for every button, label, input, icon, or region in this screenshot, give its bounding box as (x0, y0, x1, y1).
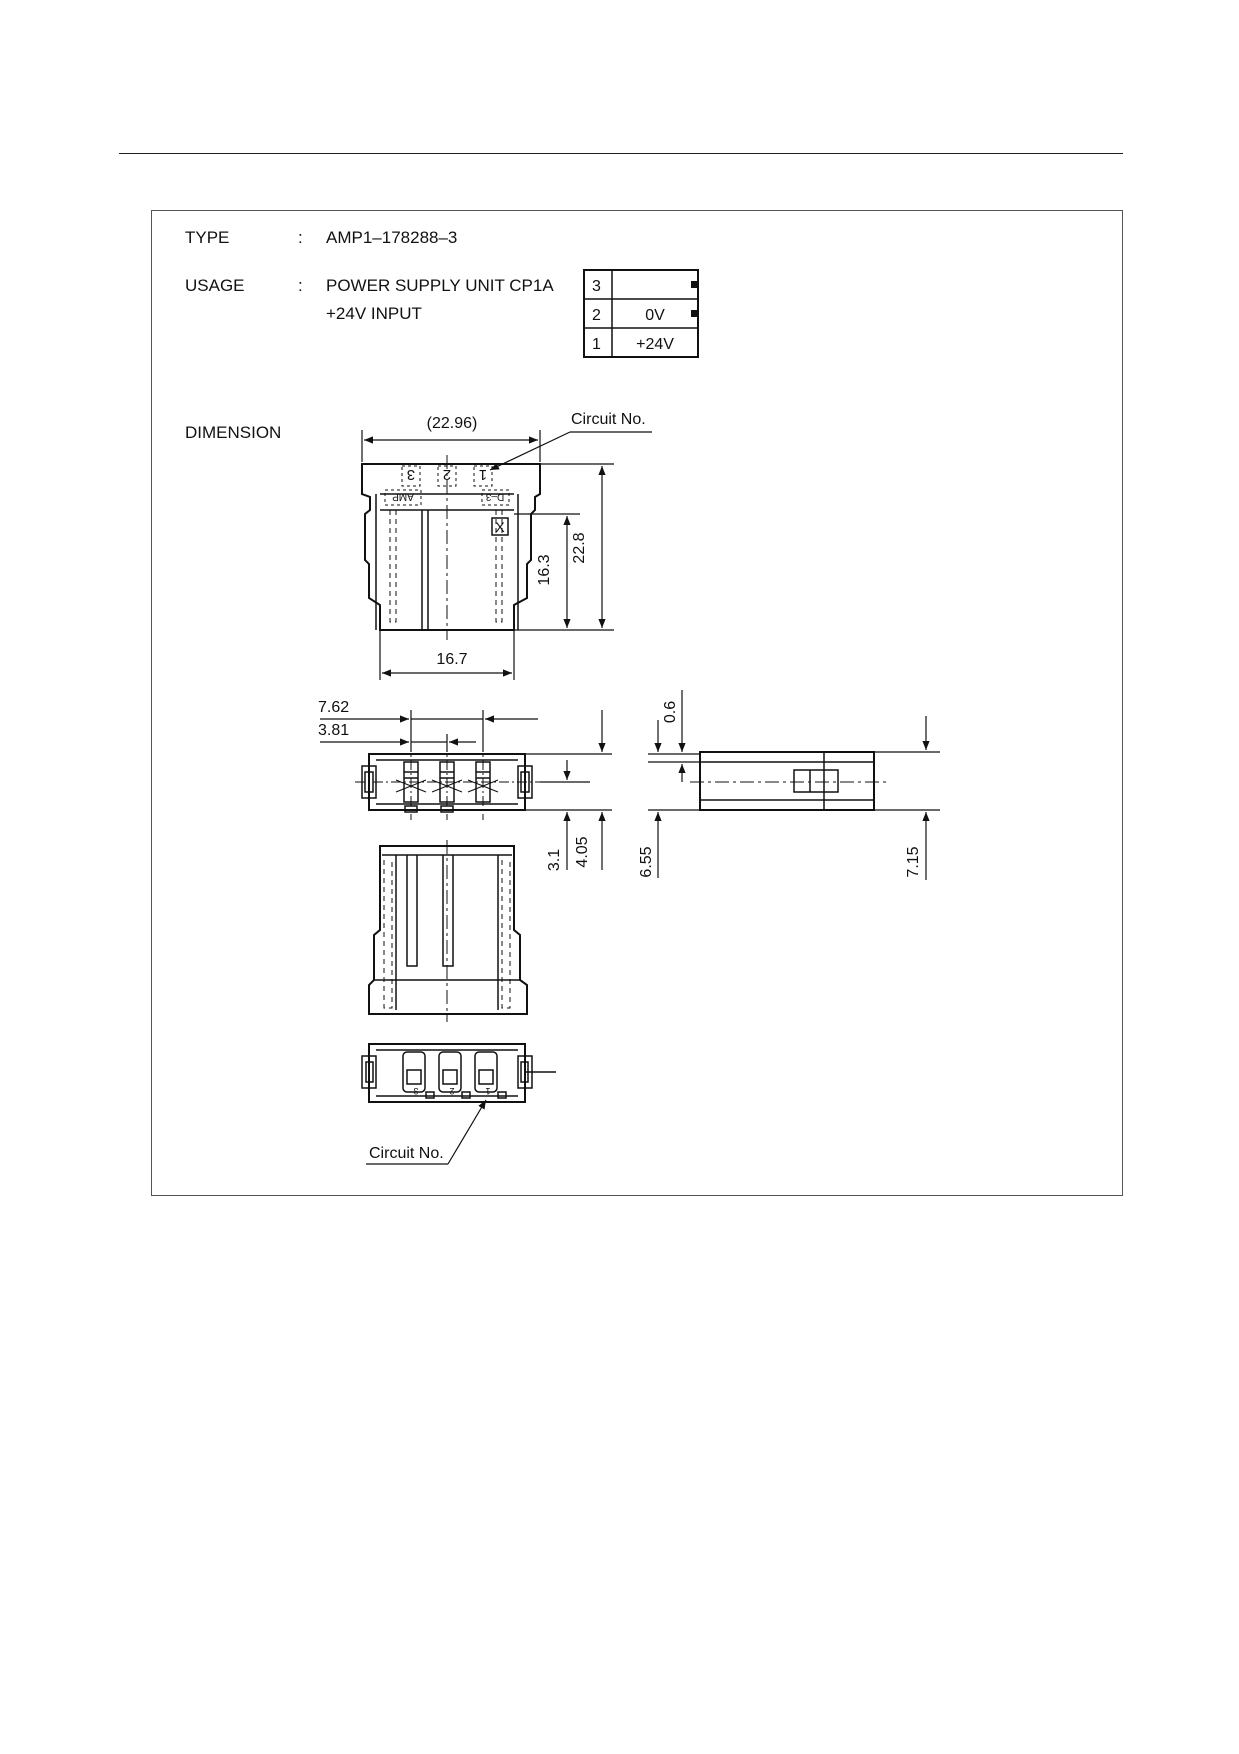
side-view (690, 751, 886, 811)
plan-view (355, 742, 540, 820)
dimension-label: DIMENSION (185, 423, 282, 442)
type-value: AMP1–178288–3 (326, 228, 458, 247)
housing-pin-2: 2 (443, 466, 451, 483)
pin-table-signal-2: 0V (645, 307, 665, 324)
circuit-no-top-leader (489, 431, 652, 471)
dim-overall-width-label: (22.96) (427, 415, 478, 432)
circuit-no-bottom-leader (366, 1099, 487, 1165)
dim-heights (514, 463, 614, 631)
pin-face-pin-3: 3 (413, 1086, 418, 1096)
pin-table-pin-2: 2 (592, 307, 601, 324)
pin-table-pin-1: 1 (592, 336, 601, 353)
housing-pin-3: 3 (407, 466, 415, 483)
dim-half-pitch-label: 3.81 (318, 722, 349, 739)
usage-label: USAGE (185, 276, 245, 295)
dim-7-15-label: 7.15 (905, 846, 922, 877)
dim-6-55-label: 6.55 (638, 846, 655, 877)
header-rule (119, 153, 1123, 154)
dim-vertical-plan (525, 710, 612, 870)
dim-pitch (320, 710, 538, 752)
pin-table (583, 269, 699, 358)
dim-0-6-label: 0.6 (662, 701, 679, 723)
dim-overall-width (361, 430, 541, 462)
dim-pitch-label: 7.62 (318, 699, 349, 716)
type-separator: : (298, 228, 303, 247)
dim-height-partial-label: 16.3 (536, 554, 553, 585)
rear-view (368, 840, 528, 1022)
dim-side (648, 690, 940, 880)
dim-body-width-label: 16.7 (436, 651, 467, 668)
front-view (361, 455, 541, 640)
dim-body-width (379, 630, 515, 680)
usage-separator: : (298, 276, 303, 295)
usage-line-1: POWER SUPPLY UNIT CP1A (326, 276, 554, 295)
pin-face-pin-2: 2 (449, 1086, 454, 1096)
pin-face-pin-1: 1 (485, 1086, 490, 1096)
usage-line-2: +24V INPUT (326, 304, 422, 323)
marking-code: D–3 (485, 491, 504, 502)
pin-face-view (361, 1043, 556, 1103)
x-mark: X (495, 519, 505, 535)
dim-3-1-label: 3.1 (546, 849, 563, 871)
pin-table-signal-1: +24V (636, 336, 674, 353)
brand-mark: AMP (392, 491, 414, 502)
type-label: TYPE (185, 228, 230, 247)
dim-height-total-label: 22.8 (571, 532, 588, 563)
drawing-frame (151, 210, 1123, 1196)
circuit-no-top-label: Circuit No. (571, 411, 646, 428)
dim-4-05-label: 4.05 (574, 836, 591, 867)
circuit-no-bottom-label: Circuit No. (369, 1145, 444, 1162)
pin-table-pin-3: 3 (592, 278, 601, 295)
housing-pin-1: 1 (479, 466, 487, 483)
